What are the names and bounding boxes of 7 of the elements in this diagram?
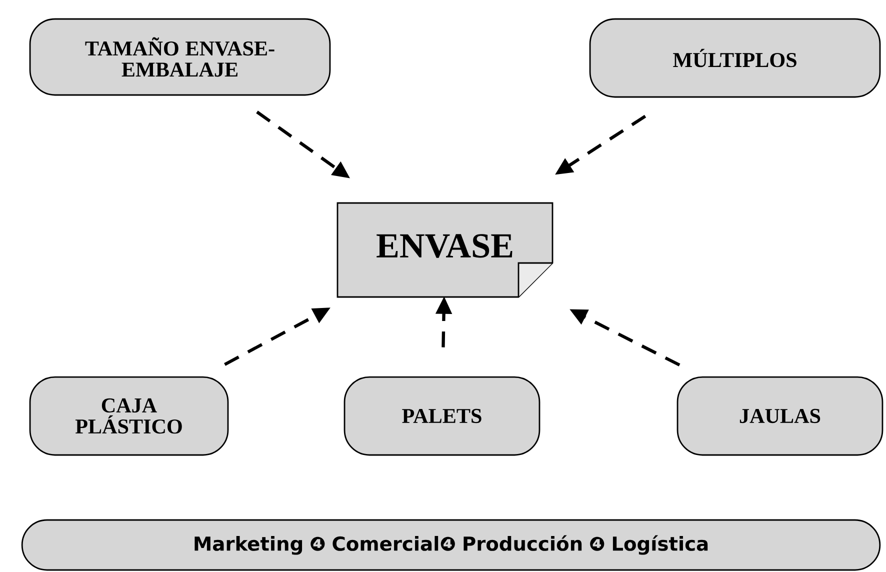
rounded-box: TAMAÑO ENVASE-EMBALAJE <box>29 18 331 96</box>
rounded-box: CAJA PLÁSTICO <box>29 376 229 456</box>
rounded-box: JAULAS <box>676 376 884 456</box>
rounded-box: PALETS <box>344 376 540 456</box>
banner-band: Marketing ❹ Comercial❹ Producción ❹ Logística <box>21 519 881 571</box>
rounded-box: MÚLTIPLOS <box>589 18 881 98</box>
folded-page-box: ENVASE <box>336 202 554 298</box>
